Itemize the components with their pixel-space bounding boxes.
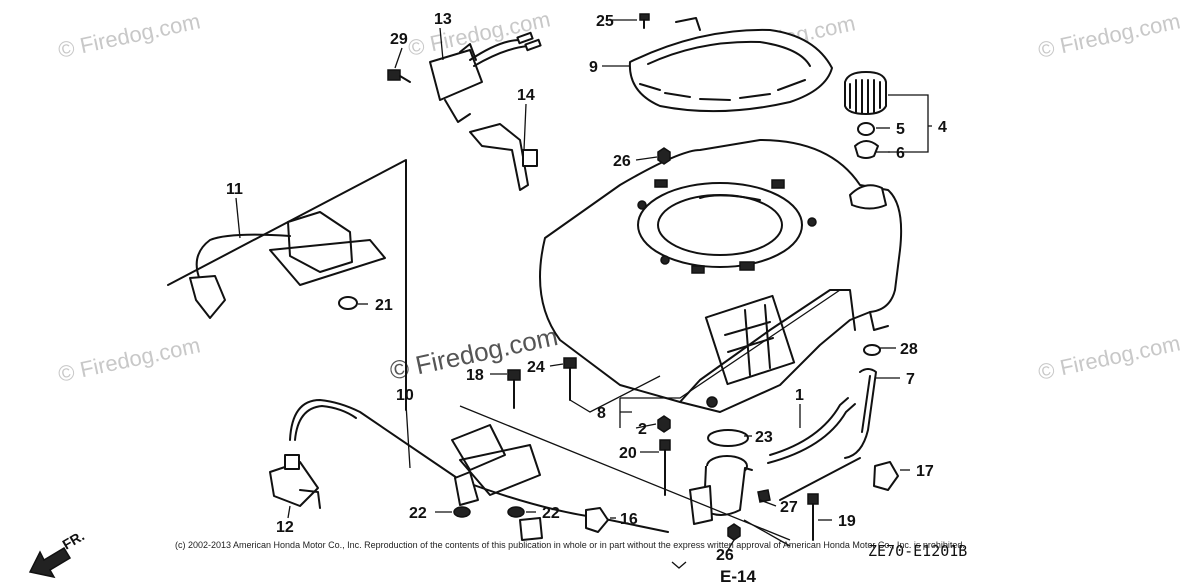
watermark: © Firedog.com [56,8,203,63]
bolt-20 [659,439,671,496]
chevron-down-icon [671,561,687,569]
callout-16: 16 [620,511,638,528]
leader-lines [235,19,932,551]
callout-29: 29 [390,31,408,48]
washer-22 [453,506,471,518]
diagram-code: ZE70-E1201B [868,542,967,560]
recoil-starter-cover [628,17,833,113]
nut-26 [657,147,671,165]
copyright-notice: (c) 2002-2013 American Honda Motor Co., … [175,540,965,550]
callout-14: 14 [517,87,535,104]
fuel-cap [844,71,887,159]
callout-4: 4 [938,119,947,136]
callout-7: 7 [906,371,915,388]
callout-28: 28 [900,341,918,358]
callout-1: 1 [795,387,804,404]
control-unit [429,31,542,123]
bracket [469,123,538,191]
breather-tube [844,368,877,459]
callout-labels: 25 9 13 29 14 26 11 21 4 5 6 28 7 8 2 18… [226,11,947,564]
bolt-24 [563,357,577,401]
callout-12: 12 [276,519,294,536]
watermark: © Firedog.com [56,332,203,387]
callout-21: 21 [375,297,393,314]
callout-22: 22 [542,505,560,522]
callout-26: 26 [716,547,734,564]
callout-10: 10 [396,387,414,404]
callout-27: 27 [780,499,798,516]
callout-19: 19 [838,513,856,530]
clip-16 [585,507,609,533]
bolt-19 [807,493,819,541]
callout-25: 25 [596,13,614,30]
callout-9: 9 [589,59,598,76]
callout-26: 26 [613,153,631,170]
arrow-icon [28,546,72,579]
clip-17 [873,461,899,491]
callout-5: 5 [896,121,905,138]
callout-2: 2 [638,421,647,438]
washer-22 [507,506,525,518]
callout-22: 22 [409,505,427,522]
page-reference: E-14 [720,567,756,586]
screw-25 [639,13,650,29]
watermark: © Firedog.com [1036,8,1180,63]
front-direction-indicator: FR. [28,527,87,579]
callout-13: 13 [434,11,452,28]
callout-20: 20 [619,445,637,462]
o-ring-23 [707,429,749,447]
callout-18: 18 [466,367,484,384]
fuel-valve [269,454,321,509]
fan-cover [539,139,903,413]
callout-23: 23 [755,429,773,446]
fuel-strainer [689,455,753,525]
watermark: © Firedog.com [1036,330,1180,385]
clip-28 [863,344,881,356]
callout-6: 6 [896,145,905,162]
ignition-coil-lower [451,424,541,506]
clip-27 [757,489,771,503]
callout-24: 24 [527,359,545,376]
nut-2 [657,415,671,433]
ignition-coil [167,159,407,411]
clip [519,517,543,541]
fuel-tube [767,397,861,501]
nut-26 [727,523,741,541]
callout-8: 8 [597,405,606,422]
callout-11: 11 [226,181,243,198]
bolt-29 [387,69,411,83]
callout-17: 17 [916,463,934,480]
bolt-18 [507,369,521,409]
